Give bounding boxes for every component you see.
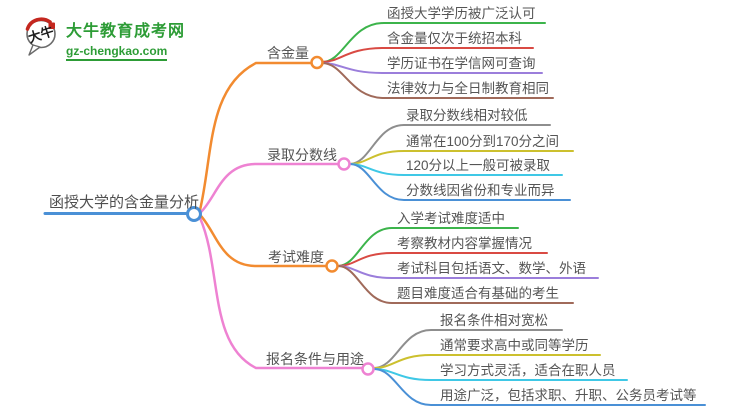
root-node-circle xyxy=(186,206,202,222)
logo-subtitle: gz-chengkao.com xyxy=(66,44,168,61)
sub-label-2-2: 通常在100分到170分之间 xyxy=(406,134,560,149)
sub-label-2-4: 分数线因省份和专业而异 xyxy=(406,183,555,198)
branch-node-circle-2 xyxy=(337,157,351,171)
sub-label-2-3: 120分以上一般可被录取 xyxy=(406,158,551,173)
sub-curve-2-4 xyxy=(349,163,571,201)
branch-label-hanjinliang: 含金量 xyxy=(267,45,309,61)
root-topic-label: 函授大学的含金量分析 xyxy=(49,194,200,211)
sub-label-1-4: 法律效力与全日制教育相同 xyxy=(387,81,549,96)
sub-label-1-1: 函授大学学历被广泛认可 xyxy=(387,6,536,21)
sub-curve-4-2 xyxy=(373,354,601,369)
sub-label-3-3: 考试科目包括语文、数学、外语 xyxy=(397,261,586,276)
branch-label-kaoshinandu: 考试难度 xyxy=(268,249,324,265)
sub-label-3-4: 题目难度适合有基础的考生 xyxy=(397,286,559,301)
branch-curve-baomingtiaojian xyxy=(198,216,364,370)
logo-red-seal xyxy=(48,22,55,29)
sub-curve-4-4 xyxy=(373,368,706,406)
branch-curve-kaoshinandu xyxy=(199,214,328,268)
branch-curve-hanjinliang xyxy=(198,61,313,212)
sub-label-3-1: 入学考试难度适中 xyxy=(397,211,505,226)
branch-label-baomingtiaojian: 报名条件与用途 xyxy=(266,351,364,367)
branch-node-circle-4 xyxy=(361,362,375,376)
sub-label-2-1: 录取分数线相对较低 xyxy=(406,108,528,123)
sub-label-1-2: 含金量仅次于统招本科 xyxy=(387,31,522,46)
logo-title: 大牛教育成考网 xyxy=(66,23,186,40)
branch-node-circle-1 xyxy=(310,55,324,70)
sub-label-3-2: 考察教材内容掌握情况 xyxy=(397,236,532,251)
sub-label-4-1: 报名条件相对宽松 xyxy=(440,313,548,328)
sub-curve-1-4 xyxy=(321,62,554,99)
sub-curve-3-4 xyxy=(337,265,574,304)
sub-label-4-4: 用途广泛，包括求职、升职、公务员考试等 xyxy=(440,388,697,403)
sub-label-1-3: 学历证书在学信网可查询 xyxy=(387,56,536,71)
logo-red-arc xyxy=(25,17,52,31)
branch-node-circle-3 xyxy=(325,259,339,273)
sub-label-4-2: 通常要求高中或同等学历 xyxy=(440,338,589,353)
branch-curve-luqufenshuxian xyxy=(199,162,340,214)
sub-label-4-3: 学习方式灵活，适合在职人员 xyxy=(440,363,616,378)
logo-bubble-icon: 大牛 xyxy=(25,17,56,56)
site-logo: 大牛 大牛教育成考网 gz-chengkao.com xyxy=(24,16,185,61)
sub-curve-1-2 xyxy=(321,47,534,63)
branch-label-luqufenshuxian: 录取分数线 xyxy=(267,147,337,163)
